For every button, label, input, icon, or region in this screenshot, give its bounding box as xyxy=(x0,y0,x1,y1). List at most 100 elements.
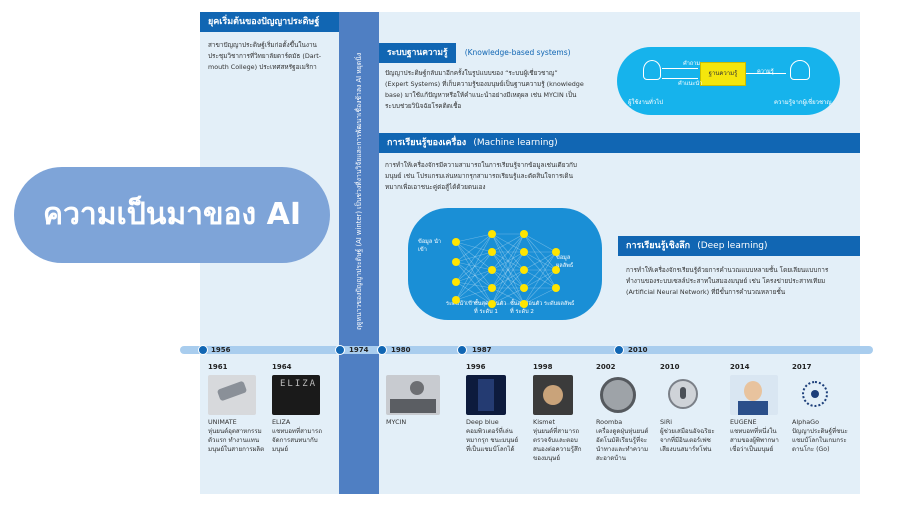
nn-link xyxy=(491,233,525,305)
timeline-year: 1974 xyxy=(349,346,369,354)
nn-link xyxy=(491,251,525,271)
desc-line: แชมป์โลกในเกมกระ xyxy=(792,437,847,444)
event-desc: แชทบอทที่หนึ่งในสามของผู้พิพากษาเชื่อว่า… xyxy=(730,427,788,454)
event-year: 2002 xyxy=(596,363,616,371)
timeline-year: 1987 xyxy=(472,346,492,354)
desc-line: ของมนุษย์ xyxy=(533,455,560,462)
nn-node xyxy=(488,248,496,256)
nn-layer2-label: ชั้นสุดซ่อนตัวที่ ระดับ 2 xyxy=(510,301,543,315)
nn-link xyxy=(491,269,525,305)
event-name: Kismet xyxy=(533,418,555,426)
event-year: 1964 xyxy=(272,363,292,371)
desc-line: เสียงบนสมาร์ทโฟน xyxy=(660,446,712,453)
ai-winter-text: ฤดูหนาวของปัญญาประดิษฐ์ (AI winter) เป็น… xyxy=(355,40,363,330)
dl-header: การเรียนรู้เชิงลึก (Deep learning) xyxy=(618,236,860,256)
nn-link xyxy=(491,251,525,289)
alphago-image xyxy=(792,375,840,415)
dl-line: ทำงานของระบบเซลล์ประสาทในสมองมนุษย์ เช่น… xyxy=(626,277,826,285)
roomba-image xyxy=(596,375,644,415)
nn-link xyxy=(455,251,493,301)
eugene-image xyxy=(730,375,778,415)
desc-line: มนุษย์ในสายการผลิต xyxy=(208,446,265,453)
event-unimate: 1961 UNIMATE หุ่นยนต์อุตสาหกรรมตัวแรก ทำ… xyxy=(208,362,266,454)
dl-line: การทำให้เครื่องจักรเรียนรู้ด้วยการคำนวณแ… xyxy=(626,266,829,274)
deep-blue-image xyxy=(466,375,506,415)
nn-link xyxy=(455,241,493,271)
desc-line: สามของผู้พิพากษา xyxy=(730,437,779,444)
kb-line: base) มาใช้แก้ปัญหาหรือให้คำแนะนำอย่างมี… xyxy=(385,91,577,99)
event-desc: ปัญญาประดิษฐ์ที่ชนะแชมป์โลกในเกมกระดานโก… xyxy=(792,427,858,454)
kb-line: (Expert Systems) ที่เก็บความรู้ของมนุษย์… xyxy=(385,80,584,88)
nn-node xyxy=(552,266,560,274)
timeline-dot xyxy=(614,345,624,355)
event-name: MYCIN xyxy=(386,418,407,426)
nn-link xyxy=(523,269,557,289)
nn-link xyxy=(455,241,493,289)
nn-link xyxy=(455,281,493,305)
nn-link xyxy=(523,251,557,289)
nn-link xyxy=(523,251,557,289)
nn-link xyxy=(455,251,493,263)
knowledge-base-box: ฐานความรู้ xyxy=(700,62,746,86)
event-name: SiRi xyxy=(660,418,673,426)
event-desc: หุ่นยนต์ที่สามารถตรวจจับและตอบสนองต่อควา… xyxy=(533,427,591,463)
siri-image xyxy=(660,375,708,415)
kismet-image xyxy=(533,375,573,415)
desc-line: หุ่นยนต์อุตสาหกรรม xyxy=(208,428,262,435)
nn-node xyxy=(520,248,528,256)
event-name: UNIMATE xyxy=(208,418,237,426)
nn-link xyxy=(491,269,525,289)
dl-line: (Artificial Neural Network) ที่มีขั้นการ… xyxy=(626,288,786,296)
nn-output-label: ข้อมูล ผลลัพธ์ xyxy=(556,255,574,269)
kb-line: ระบบช่วยวินิจฉัยโรคติดเชื้อ xyxy=(385,102,462,110)
desc-line: มนุษย์ xyxy=(272,446,289,453)
nn-link xyxy=(455,269,493,283)
nn-link xyxy=(523,233,557,289)
timeline-dot xyxy=(377,345,387,355)
event-mycin: MYCIN xyxy=(386,372,444,427)
nn-node xyxy=(488,300,496,308)
neural-network-diagram xyxy=(408,208,602,320)
desc-line: จากที่มีอินเตอร์เฟซ xyxy=(660,437,711,444)
desc-line: แชทบอทที่หนึ่งใน xyxy=(730,428,777,435)
nn-link xyxy=(455,233,493,263)
ml-text: การทำให้เครื่องจักรมีความสามารถในการเรีย… xyxy=(385,160,635,193)
event-eugene: 2014 EUGENE แชทบอทที่หนึ่งในสามของผู้พิพ… xyxy=(730,362,788,454)
desc-line: ดานโกะ (Go) xyxy=(792,446,830,453)
title-badge: ความเป็นมาของ AI xyxy=(14,167,330,263)
early-line: สาขาปัญญาประดิษฐ์เริ่มก่อตั้งขึ้นในงาน xyxy=(208,41,317,49)
nn-link xyxy=(491,233,525,305)
event-alphago: 2017 AlphaGo ปัญญาประดิษฐ์ที่ชนะแชมป์โลก… xyxy=(792,362,858,454)
nn-link xyxy=(491,251,525,289)
event-name: Deep blue xyxy=(466,418,499,426)
nn-link xyxy=(455,261,493,305)
event-kismet: 1998 Kismet หุ่นยนต์ที่สามารถตรวจจับและต… xyxy=(533,362,591,463)
desc-line: หมากรุก ชนะมนุษย์ xyxy=(466,437,519,444)
nn-link xyxy=(523,269,557,305)
ask-label: คำถาม xyxy=(683,61,701,67)
timeline-year: 1980 xyxy=(391,346,411,354)
desc-line: นำทางและทำความ xyxy=(596,446,649,453)
nn-node xyxy=(520,266,528,274)
nn-node xyxy=(452,278,460,286)
nn-link xyxy=(455,241,493,305)
timeline-dot xyxy=(457,345,467,355)
arrow-answer xyxy=(662,78,698,79)
nn-link xyxy=(491,233,525,253)
ml-line: การทำให้เครื่องจักรมีความสามารถในการเรีย… xyxy=(385,161,577,169)
event-year: 2017 xyxy=(792,363,812,371)
nn-node xyxy=(488,230,496,238)
kb-header: ระบบฐานความรู้ (Knowledge-based systems) xyxy=(379,40,589,63)
event-year: 1998 xyxy=(533,363,553,371)
event-name: Roomba xyxy=(596,418,623,426)
event-year: 1961 xyxy=(208,363,228,371)
desc-line: สะอาดบ้าน xyxy=(596,455,626,462)
nn-link xyxy=(491,233,525,271)
event-desc: เครื่องดูดฝุ่นหุ่นยนต์อัตโนมัติเรียนรู้ท… xyxy=(596,427,654,463)
ml-header-th: การเรียนรู้ของเครื่อง xyxy=(387,138,467,148)
nn-node xyxy=(552,284,560,292)
nn-link xyxy=(491,287,525,305)
desc-line: แชทบอทที่สามารถ xyxy=(272,428,322,435)
nn-link xyxy=(491,287,525,305)
early-line: ประชุมวิชาการที่วิทยาลัยดาร์ตมัธ (Dart- xyxy=(208,52,322,60)
